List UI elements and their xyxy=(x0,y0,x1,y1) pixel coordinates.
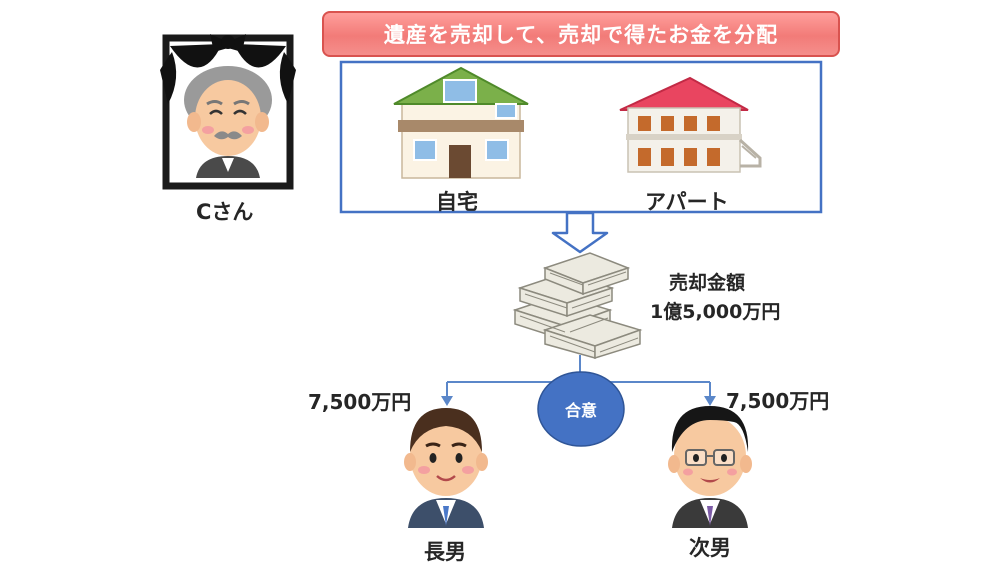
second-son-figure xyxy=(668,406,752,528)
money-stack-icon xyxy=(512,252,643,360)
down-arrow-icon xyxy=(551,211,609,254)
sale-title: 売却金額 xyxy=(669,272,746,294)
house-icon xyxy=(393,66,529,179)
heir-name-second: 次男 xyxy=(689,536,731,560)
deceased-name: Cさん xyxy=(196,200,254,224)
arrow-head-right xyxy=(704,396,716,406)
eldest-son-figure xyxy=(404,408,488,528)
property-label-home: 自宅 xyxy=(436,190,478,214)
agreement-circle xyxy=(537,371,625,447)
heir-share-second: 7,500万円 xyxy=(726,389,830,413)
agreement-label: 合意 xyxy=(564,401,597,420)
heir-name-eldest: 長男 xyxy=(424,540,466,564)
property-label-apartment: アパート xyxy=(645,190,729,214)
apartment-icon xyxy=(619,76,762,173)
method-banner: 遺産を売却して、売却で得たお金を分配 xyxy=(322,11,840,57)
arrow-head-left xyxy=(441,396,453,406)
heir-share-eldest: 7,500万円 xyxy=(308,390,412,414)
memorial-portrait xyxy=(160,34,296,190)
sale-amount: 1億5,000万円 xyxy=(650,301,781,323)
